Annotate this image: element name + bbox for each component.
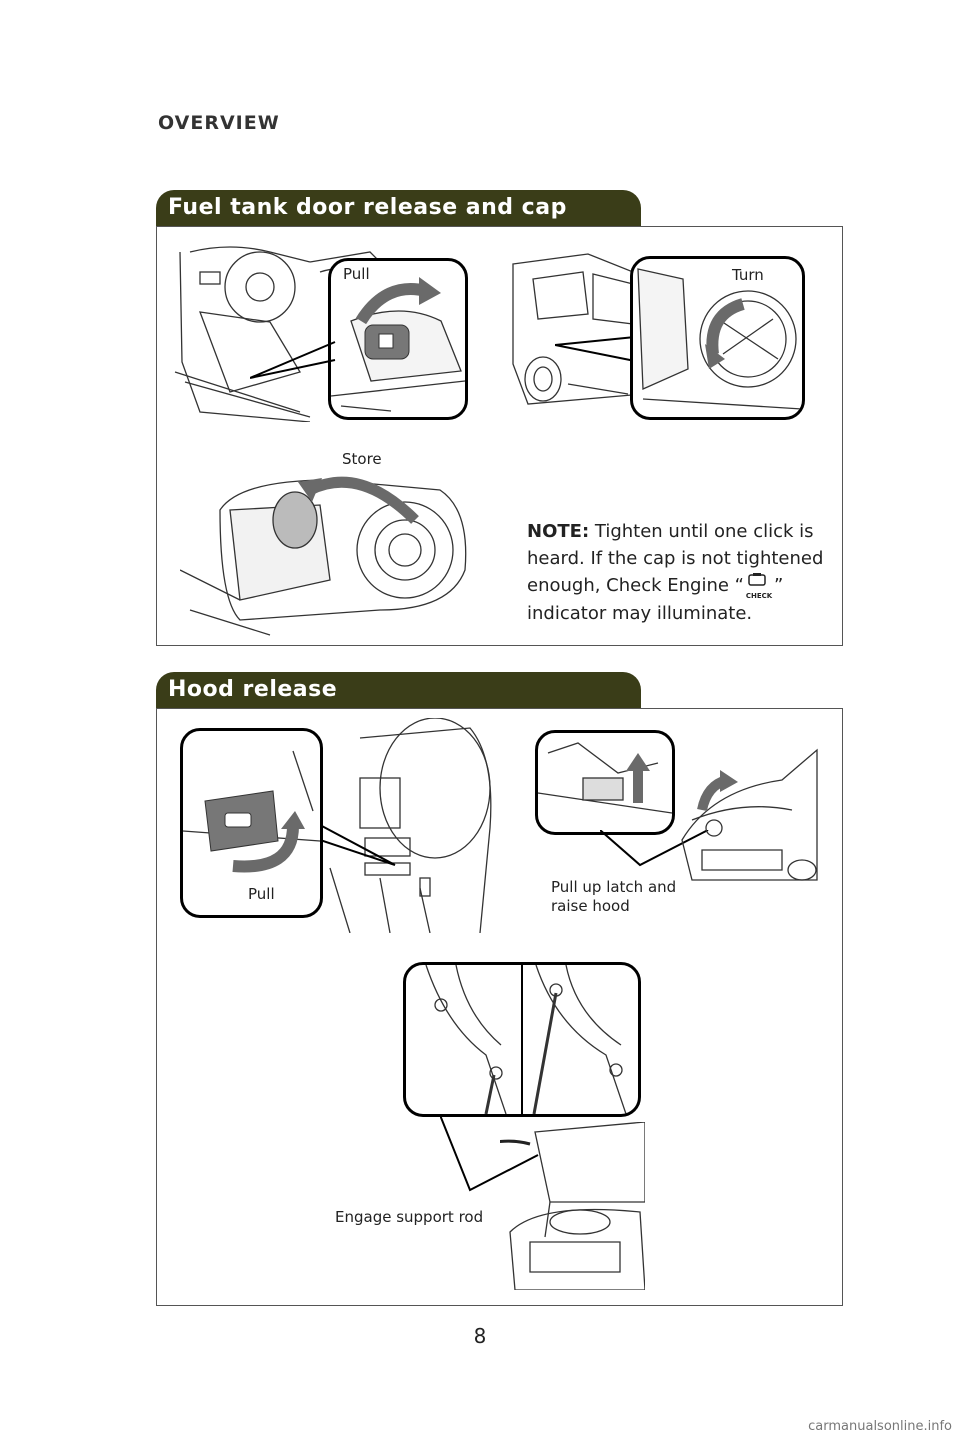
fuel-release-pointer	[250, 340, 340, 380]
check-icon-text: CHECK	[745, 591, 773, 600]
support-rod-callout	[403, 962, 641, 1117]
fuel-cap-turn-callout	[630, 256, 805, 420]
suv-hood-open-illustration	[500, 1122, 645, 1290]
hood-pull-label: Pull	[248, 885, 275, 903]
hood-section-title: Hood release	[156, 672, 641, 708]
fuel-door-pointer	[555, 335, 640, 365]
hood-lever-pointer	[320, 820, 400, 870]
note-text-1: Tighten until one click is	[594, 521, 814, 542]
support-rod-label: Engage support rod	[335, 1208, 484, 1226]
hood-latch-label-line-1: Pull up latch and	[551, 878, 677, 896]
note-line-1: NOTE: Tighten until one click is	[527, 518, 837, 545]
fuel-section-title: Fuel tank door release and cap	[156, 190, 641, 226]
fuel-store-label: Store	[342, 450, 382, 468]
check-engine-icon: CHECK	[744, 572, 774, 600]
note-text-2: heard. If the cap is not tightened	[527, 548, 824, 569]
note-prefix: NOTE:	[527, 521, 590, 542]
suv-rear-illustration	[508, 244, 648, 414]
page-header-title: OVERVIEW	[158, 112, 280, 134]
note-line-3: enough, Check Engine “CHECK”	[527, 572, 837, 600]
note-text-3a: enough, Check Engine “	[527, 575, 745, 596]
support-rod-pointer	[440, 1115, 540, 1195]
fuel-turn-label: Turn	[732, 266, 764, 284]
suv-front-illustration	[672, 740, 822, 890]
hood-release-callout	[180, 728, 323, 918]
fuel-release-callout	[328, 258, 468, 420]
interior-driver-area-illustration	[170, 232, 470, 422]
hood-latch-label-line-2: raise hood	[551, 897, 630, 915]
hood-latch-callout	[535, 730, 675, 835]
note-text-4: indicator may illuminate.	[527, 602, 753, 624]
fuel-pull-label: Pull	[343, 265, 370, 283]
note-text-3b: ”	[774, 575, 784, 596]
fuel-cap-storage-illustration	[180, 470, 480, 640]
fuel-cap-note: NOTE: Tighten until one click is heard. …	[527, 518, 837, 627]
watermark-text: carmanualsonline.info	[808, 1419, 952, 1434]
page-number: 8	[473, 1324, 487, 1348]
hood-latch-pointer	[600, 830, 710, 870]
hood-latch-label: Pull up latch and raise hood	[551, 878, 676, 916]
